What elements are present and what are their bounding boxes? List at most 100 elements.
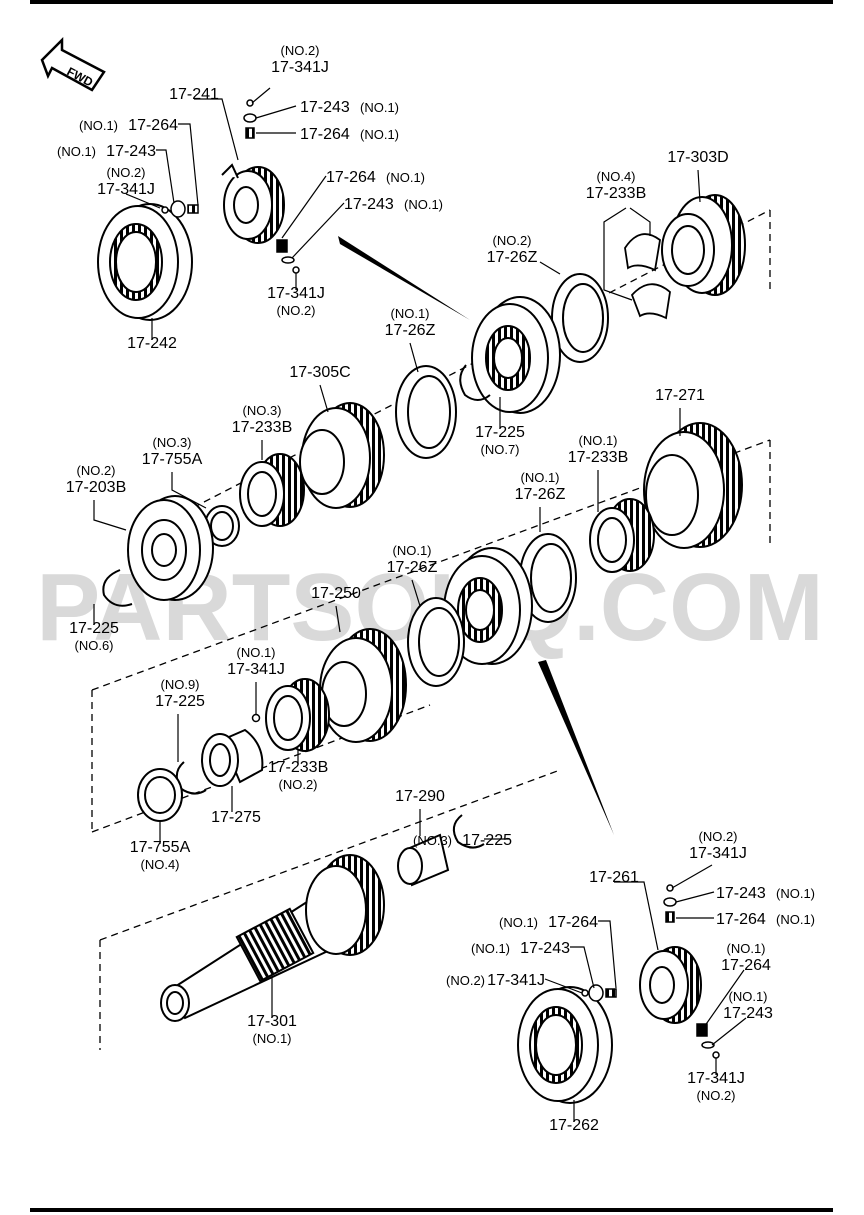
leader-lines [93, 87, 747, 1122]
synchro-hub-17-241 [221, 163, 285, 244]
part-label-17-233b: 17-233B [232, 419, 293, 436]
part-label-17-26z-note: (NO.2) [493, 233, 532, 248]
part-label-17-305c: 17-305C [289, 364, 350, 381]
spacer-17-755A-no4 [137, 768, 183, 822]
part-label-17-243: 17-243 [106, 143, 156, 160]
clutch-hub-upper [471, 296, 561, 414]
part-label-17-341j-note: (NO.2) [277, 303, 316, 318]
part-label-17-264-note: (NO.1) [79, 118, 118, 133]
part-label-17-225-note: (NO.6) [75, 638, 114, 653]
collar-17-275 [201, 728, 264, 787]
synchro-ring-17-26Z-no2 [551, 273, 609, 363]
part-label-17-341j-note: (NO.2) [281, 43, 320, 58]
synchro-ring-17-26Z-no1-right [519, 533, 577, 623]
part-label-17-264-note: (NO.1) [360, 127, 399, 142]
main-shaft-17-301 [160, 854, 385, 1022]
part-label-17-264: 17-264 [721, 957, 771, 974]
part-label-17-233b-note: (NO.3) [243, 403, 282, 418]
part-label-17-26z: 17-26Z [515, 486, 566, 503]
part-label-17-225-note: (NO.3) [413, 833, 452, 848]
part-label-17-301-note: (NO.1) [253, 1031, 292, 1046]
part-label-17-243-note: (NO.1) [360, 100, 399, 115]
part-label-17-233b-note: (NO.4) [597, 169, 636, 184]
part-label-17-341j: 17-341J [271, 59, 329, 76]
part-label-17-755a-note: (NO.3) [153, 435, 192, 450]
part-label-17-341j: 17-341J [487, 972, 545, 989]
part-label-17-203b: 17-203B [66, 479, 127, 496]
gear-17-250 [319, 628, 407, 743]
part-label-17-233b: 17-233B [268, 759, 329, 776]
part-label-17-203b-note: (NO.2) [77, 463, 116, 478]
part-label-17-271: 17-271 [655, 387, 705, 404]
spacer-17-755A-no3 [204, 505, 240, 547]
snap-ring-17-225-no6 [102, 569, 133, 607]
part-label-17-264-note: (NO.1) [499, 915, 538, 930]
part-label-17-264: 17-264 [300, 126, 350, 143]
bushing-17-290 [397, 833, 450, 887]
part-label-17-303d: 17-303D [667, 149, 728, 166]
part-label-17-26z-note: (NO.1) [521, 470, 560, 485]
part-label-17-264-note: (NO.1) [776, 912, 815, 927]
part-label-17-225: 17-225 [475, 424, 525, 441]
snap-ring-17-225-no7 [459, 364, 491, 401]
assembly-arrow-lower [538, 660, 614, 835]
part-label-17-233b-note: (NO.2) [279, 777, 318, 792]
part-label-17-243: 17-243 [344, 196, 394, 213]
part-label-17-264: 17-264 [128, 117, 178, 134]
part-label-17-26z: 17-26Z [487, 249, 538, 266]
part-label-17-225-note: (NO.7) [481, 442, 520, 457]
fwd-arrow-icon: FWD [40, 36, 106, 92]
part-label-17-341j: 17-341J [267, 285, 325, 302]
part-label-17-225: 17-225 [69, 620, 119, 637]
needle-bearing-17-233B-no3 [239, 453, 305, 527]
part-label-17-755a-note: (NO.4) [141, 857, 180, 872]
assembly-arrow-upper [338, 236, 470, 320]
part-label-17-26z-note: (NO.1) [393, 543, 432, 558]
part-label-17-264-note: (NO.1) [386, 170, 425, 185]
part-labels: 17-341J(NO.2)17-243(NO.1)17-264(NO.1)17-… [57, 43, 815, 1134]
part-label-17-341j-note: (NO.2) [699, 829, 738, 844]
part-label-17-264-note: (NO.1) [727, 941, 766, 956]
part-label-17-250: 17-250 [311, 585, 361, 602]
detent-parts-lower [581, 884, 720, 1059]
snap-ring-17-225-no3 [452, 814, 485, 849]
needle-bearing-17-233B-no2 [265, 678, 330, 752]
shift-ring-17-262 [517, 986, 613, 1104]
detent-parts-upper [161, 99, 300, 274]
part-label-17-264: 17-264 [716, 911, 766, 928]
part-label-17-243-note: (NO.1) [776, 886, 815, 901]
part-label-17-225: 17-225 [155, 693, 205, 710]
part-label-17-243-note: (NO.1) [471, 941, 510, 956]
part-label-17-243: 17-243 [723, 1005, 773, 1022]
part-label-17-264: 17-264 [548, 914, 598, 931]
gear-17-271 [643, 422, 743, 549]
bottom-border-rule [30, 1208, 833, 1212]
part-label-17-341j: 17-341J [687, 1070, 745, 1087]
part-label-17-241: 17-241 [169, 86, 219, 103]
part-label-17-301: 17-301 [247, 1013, 297, 1030]
part-label-17-225: 17-225 [462, 832, 512, 849]
part-label-17-262: 17-262 [549, 1117, 599, 1134]
part-label-17-26z: 17-26Z [387, 559, 438, 576]
part-label-17-243-note: (NO.1) [57, 144, 96, 159]
small-ball-17-341J-no1 [251, 713, 261, 723]
part-label-17-275: 17-275 [211, 809, 261, 826]
gear-17-305C [299, 402, 385, 509]
part-label-17-243: 17-243 [520, 940, 570, 957]
part-label-17-755a: 17-755A [130, 839, 191, 856]
shift-ring-17-242 [97, 203, 193, 321]
part-label-17-233b-note: (NO.1) [579, 433, 618, 448]
part-label-17-341j: 17-341J [227, 661, 285, 678]
part-label-17-755a: 17-755A [142, 451, 203, 468]
part-label-17-225-note: (NO.9) [161, 677, 200, 692]
part-label-17-242: 17-242 [127, 335, 177, 352]
part-label-17-243: 17-243 [716, 885, 766, 902]
part-label-17-26z: 17-26Z [385, 322, 436, 339]
gear-17-303D [661, 194, 746, 296]
part-label-17-261: 17-261 [589, 869, 639, 886]
part-label-17-341j: 17-341J [97, 181, 155, 198]
part-label-17-243-note: (NO.1) [729, 989, 768, 1004]
part-label-17-243: 17-243 [300, 99, 350, 116]
needle-bearing-17-233B-no4 [624, 233, 671, 320]
